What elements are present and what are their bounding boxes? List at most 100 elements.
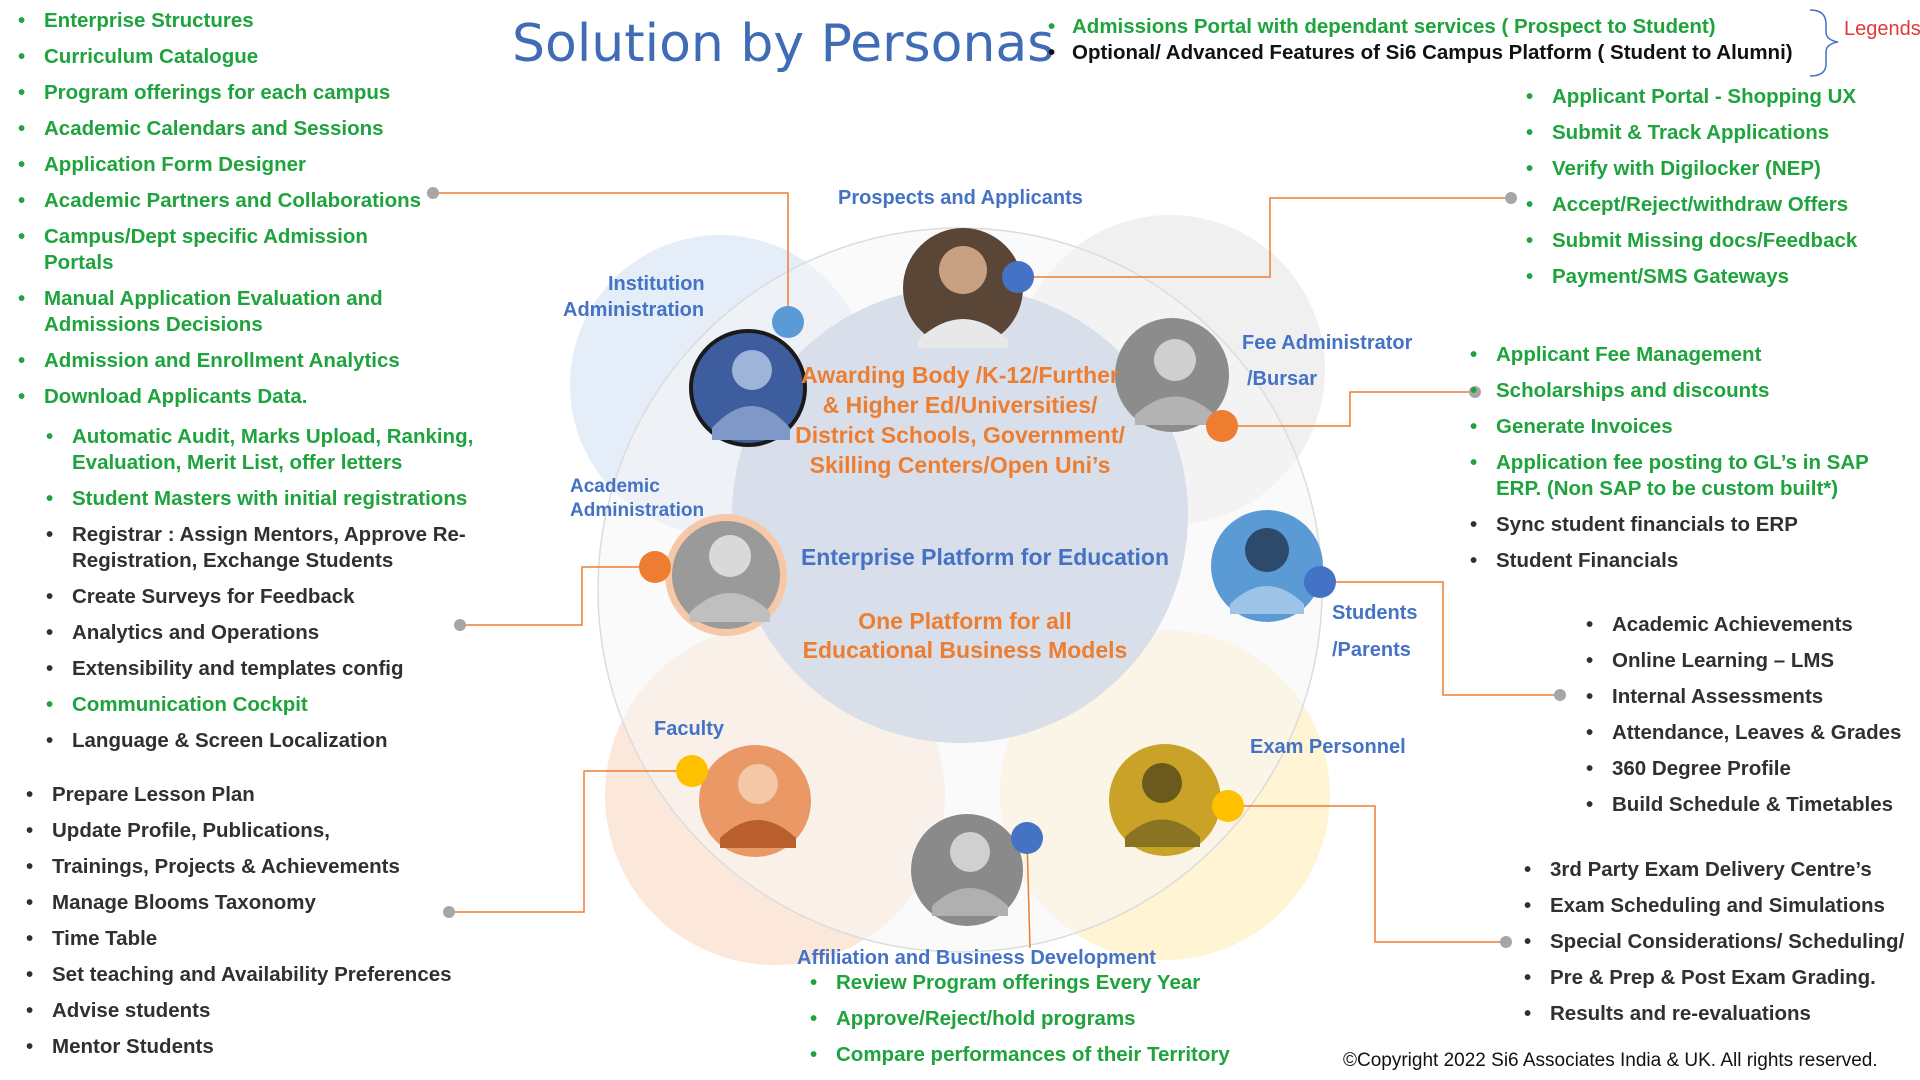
persona-label-institution-1: Institution bbox=[608, 273, 705, 295]
list-item: Download Applicants Data. bbox=[16, 384, 436, 410]
connector-institution bbox=[433, 192, 789, 322]
faculty-features-list: Prepare Lesson PlanUpdate Profile, Publi… bbox=[24, 782, 464, 1070]
avatar-institution bbox=[689, 329, 807, 447]
list-item: Set teaching and Availability Preference… bbox=[24, 962, 464, 988]
list-item: Manual Application Evaluation and Admiss… bbox=[16, 286, 436, 338]
list-item: Internal Assessments bbox=[1584, 684, 1914, 710]
list-item: Generate Invoices bbox=[1468, 414, 1908, 440]
list-item: Extensibility and templates config bbox=[44, 656, 504, 682]
academic-features-list: Automatic Audit, Marks Upload, Ranking, … bbox=[44, 424, 504, 764]
list-item: Update Profile, Publications, bbox=[24, 818, 464, 844]
legend-green-item: Admissions Portal with dependant service… bbox=[1046, 14, 1793, 40]
list-item: Sync student financials to ERP bbox=[1468, 512, 1908, 538]
persona-label-prospects: Prospects and Applicants bbox=[838, 187, 1083, 209]
dot-end-students bbox=[1554, 689, 1566, 701]
list-item: Analytics and Operations bbox=[44, 620, 504, 646]
list-item: Submit Missing docs/Feedback bbox=[1524, 228, 1904, 254]
list-item: Admission and Enrollment Analytics bbox=[16, 348, 436, 374]
list-item: Program offerings for each campus bbox=[16, 80, 436, 106]
avatar-prospects bbox=[903, 228, 1023, 348]
dot-end-exam bbox=[1500, 936, 1512, 948]
list-item: Attendance, Leaves & Grades bbox=[1584, 720, 1914, 746]
list-item: Language & Screen Localization bbox=[44, 728, 504, 754]
accent-dot-faculty bbox=[676, 755, 708, 787]
affiliation-features-list: Review Program offerings Every YearAppro… bbox=[808, 970, 1238, 1078]
accent-dot-prospects bbox=[1002, 261, 1034, 293]
institution-features-list: Enterprise StructuresCurriculum Catalogu… bbox=[16, 8, 436, 420]
list-item: Verify with Digilocker (NEP) bbox=[1524, 156, 1904, 182]
list-item: Automatic Audit, Marks Upload, Ranking, … bbox=[44, 424, 504, 476]
list-item: Prepare Lesson Plan bbox=[24, 782, 464, 808]
list-item: Enterprise Structures bbox=[16, 8, 436, 34]
page-title: Solution by Personas bbox=[512, 14, 1055, 74]
legend-black-item: Optional/ Advanced Features of Si6 Campu… bbox=[1046, 40, 1793, 66]
list-item: Compare performances of their Territory bbox=[808, 1042, 1238, 1068]
list-item: Results and re-evaluations bbox=[1522, 1001, 1912, 1027]
center-orange-text: Awarding Body /K-12/Further & Higher Ed/… bbox=[795, 362, 1125, 478]
connector-students bbox=[1320, 581, 1560, 696]
list-item: Approve/Reject/hold programs bbox=[808, 1006, 1238, 1032]
exam-features-list: 3rd Party Exam Delivery Centre’sExam Sch… bbox=[1522, 857, 1912, 1037]
persona-label-students-2: /Parents bbox=[1332, 639, 1411, 661]
list-item: Academic Calendars and Sessions bbox=[16, 116, 436, 142]
list-item: Communication Cockpit bbox=[44, 692, 504, 718]
avatar-academic bbox=[665, 514, 787, 636]
list-item: Applicant Portal - Shopping UX bbox=[1524, 84, 1904, 110]
list-item: 360 Degree Profile bbox=[1584, 756, 1914, 782]
connector-faculty bbox=[449, 770, 692, 913]
copyright-notice: ©Copyright 2022 Si6 Associates India & U… bbox=[1343, 1050, 1878, 1071]
list-item: Registrar : Assign Mentors, Approve Re-R… bbox=[44, 522, 504, 574]
dot-end-prospects bbox=[1505, 192, 1517, 204]
avatar-affiliation bbox=[911, 814, 1023, 926]
list-item: Trainings, Projects & Achievements bbox=[24, 854, 464, 880]
students-features-list: Academic AchievementsOnline Learning – L… bbox=[1584, 612, 1914, 828]
list-item: Accept/Reject/withdraw Offers bbox=[1524, 192, 1904, 218]
fee-features-list: Applicant Fee ManagementScholarships and… bbox=[1468, 342, 1908, 584]
list-item: Scholarships and discounts bbox=[1468, 378, 1908, 404]
persona-label-academic-2: Administration bbox=[570, 500, 705, 521]
accent-dot-students bbox=[1304, 566, 1336, 598]
connector-academic bbox=[460, 566, 655, 626]
legend-heading: Legends bbox=[1844, 18, 1920, 40]
persona-label-fee-2: /Bursar bbox=[1247, 368, 1318, 390]
persona-label-faculty: Faculty bbox=[654, 718, 725, 740]
avatar-faculty bbox=[699, 745, 811, 857]
list-item: Special Considerations/ Scheduling/ bbox=[1522, 929, 1912, 955]
list-item: Review Program offerings Every Year bbox=[808, 970, 1238, 996]
persona-label-academic-1: Academic bbox=[570, 476, 660, 497]
connector-prospects bbox=[1018, 197, 1511, 278]
list-item: Academic Achievements bbox=[1584, 612, 1914, 638]
list-item: Pre & Prep & Post Exam Grading. bbox=[1522, 965, 1912, 991]
list-item: Payment/SMS Gateways bbox=[1524, 264, 1904, 290]
persona-label-affiliation: Affiliation and Business Development bbox=[797, 947, 1156, 969]
accent-dot-fee bbox=[1206, 410, 1238, 442]
persona-label-exam: Exam Personnel bbox=[1250, 736, 1406, 758]
list-item: Academic Partners and Collaborations bbox=[16, 188, 436, 214]
accent-dot-exam bbox=[1212, 790, 1244, 822]
list-item: Mentor Students bbox=[24, 1034, 464, 1060]
persona-label-institution-2: Administration bbox=[563, 299, 705, 321]
list-item: Campus/Dept specific Admission Portals bbox=[16, 224, 436, 276]
accent-dot-institution bbox=[772, 306, 804, 338]
connector-fee bbox=[1222, 391, 1475, 427]
persona-label-students-1: Students bbox=[1332, 602, 1418, 624]
persona-label-fee-1: Fee Administrator bbox=[1242, 332, 1413, 354]
list-item: Student Masters with initial registratio… bbox=[44, 486, 504, 512]
list-item: Submit & Track Applications bbox=[1524, 120, 1904, 146]
list-item: Student Financials bbox=[1468, 548, 1908, 574]
list-item: Application fee posting to GL’s in SAP E… bbox=[1468, 450, 1908, 502]
list-item: Exam Scheduling and Simulations bbox=[1522, 893, 1912, 919]
list-item: Applicant Fee Management bbox=[1468, 342, 1908, 368]
list-item: Build Schedule & Timetables bbox=[1584, 792, 1914, 818]
list-item: Manage Blooms Taxonomy bbox=[24, 890, 464, 916]
avatar-students bbox=[1211, 510, 1323, 622]
prospects-features-list: Applicant Portal - Shopping UX Submit & T… bbox=[1524, 84, 1904, 300]
center-blue-text: Enterprise Platform for Education bbox=[800, 544, 1170, 570]
center-circle bbox=[732, 287, 1188, 743]
list-item: Application Form Designer bbox=[16, 152, 436, 178]
legend-brace bbox=[1809, 9, 1839, 77]
list-item: Create Surveys for Feedback bbox=[44, 584, 504, 610]
list-item: Time Table bbox=[24, 926, 464, 952]
avatar-exam bbox=[1109, 744, 1221, 856]
